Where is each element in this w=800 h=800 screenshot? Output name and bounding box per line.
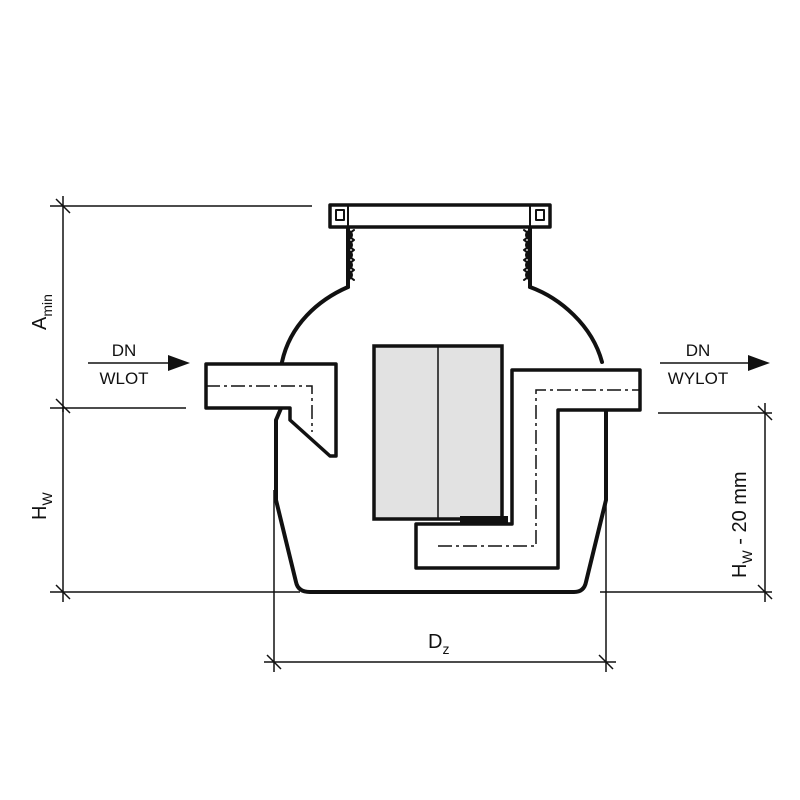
dimension-a-min	[50, 196, 312, 414]
outlet-dn-label: DN	[686, 341, 711, 360]
hw-minus-20-label: HW - 20 mm	[729, 471, 755, 578]
a-min-label: Amin	[29, 294, 55, 330]
dimension-dz	[264, 490, 616, 672]
neck-thread	[347, 229, 531, 281]
filter-cartridge	[372, 344, 508, 524]
dimension-hw	[50, 407, 300, 602]
dimension-hw-minus-20	[600, 403, 773, 602]
inlet-pipe	[204, 362, 338, 458]
outlet-name-label: WYLOT	[668, 369, 728, 388]
inlet-arrow	[88, 355, 190, 371]
inlet-name-label: WLOT	[99, 369, 148, 388]
outlet-arrow	[660, 355, 770, 371]
lid	[328, 203, 552, 229]
outlet-pipe	[414, 368, 642, 570]
inlet-dn-label: DN	[112, 341, 137, 360]
dz-label: Dz	[428, 631, 449, 657]
hw-label: HW	[29, 492, 55, 520]
